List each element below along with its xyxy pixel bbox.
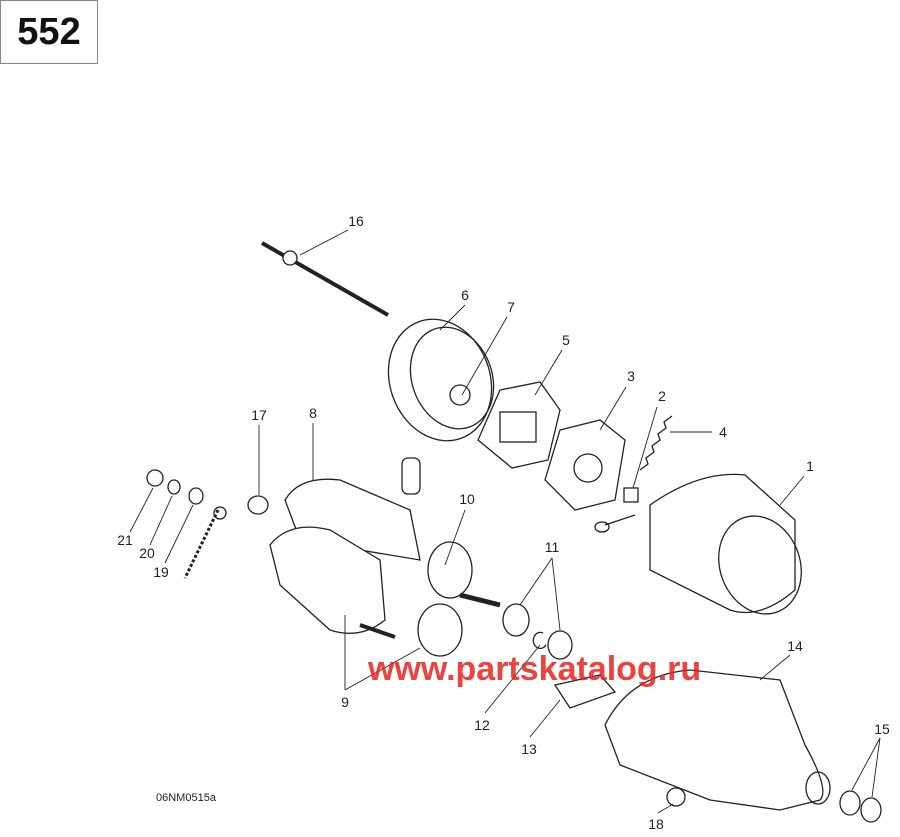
callout-11: 11	[544, 539, 560, 555]
callout-19: 19	[153, 564, 169, 580]
callout-21: 21	[117, 532, 133, 548]
part-7-bushing	[401, 457, 421, 495]
callout-12: 12	[474, 717, 490, 733]
part-12-circlip	[532, 631, 547, 649]
callout-3: 3	[627, 368, 635, 384]
callout-13: 13	[521, 741, 537, 757]
part-21-nut	[146, 469, 164, 487]
part-15-bushings	[839, 790, 882, 823]
part-19-cable-terminal	[183, 487, 227, 579]
callout-15: 15	[874, 721, 890, 737]
part-20-lockwasher	[167, 479, 181, 495]
callout-20: 20	[139, 545, 155, 561]
page-number: 552	[17, 10, 81, 53]
part-16-through-bolt	[261, 241, 389, 317]
callout-8: 8	[309, 405, 317, 421]
callout-9: 9	[341, 694, 349, 710]
callout-7: 7	[507, 299, 515, 315]
part-13-lever	[553, 674, 617, 709]
callout-4: 4	[719, 424, 727, 440]
part-14-drive-housing	[604, 669, 831, 811]
callout-18: 18	[648, 816, 664, 832]
part-10-drive-pinion	[427, 541, 501, 608]
callout-17: 17	[251, 407, 267, 423]
part-5-plate	[477, 381, 561, 469]
callout-5: 5	[562, 332, 570, 348]
part-17-nut	[247, 495, 269, 515]
callout-10: 10	[459, 491, 475, 507]
callout-2: 2	[658, 388, 666, 404]
part-18-nut	[666, 787, 686, 807]
part-2-brush	[594, 487, 639, 533]
callout-16: 16	[348, 213, 364, 229]
part-1-yoke-housing	[649, 473, 802, 615]
figure-code: 06NM0515a	[156, 792, 216, 804]
leader-lines	[129, 229, 881, 814]
part-4-spring	[639, 415, 673, 471]
callout-14: 14	[787, 638, 803, 654]
page-number-box: 552	[0, 0, 98, 64]
part-6-end-cover	[387, 318, 495, 442]
part-11-washers	[502, 603, 573, 660]
watermark: www.partskatalog.ru	[368, 650, 702, 688]
callout-6: 6	[461, 287, 469, 303]
callout-1: 1	[806, 458, 814, 474]
part-9-solenoid	[269, 526, 463, 657]
part-3-brush-holder	[544, 419, 626, 511]
